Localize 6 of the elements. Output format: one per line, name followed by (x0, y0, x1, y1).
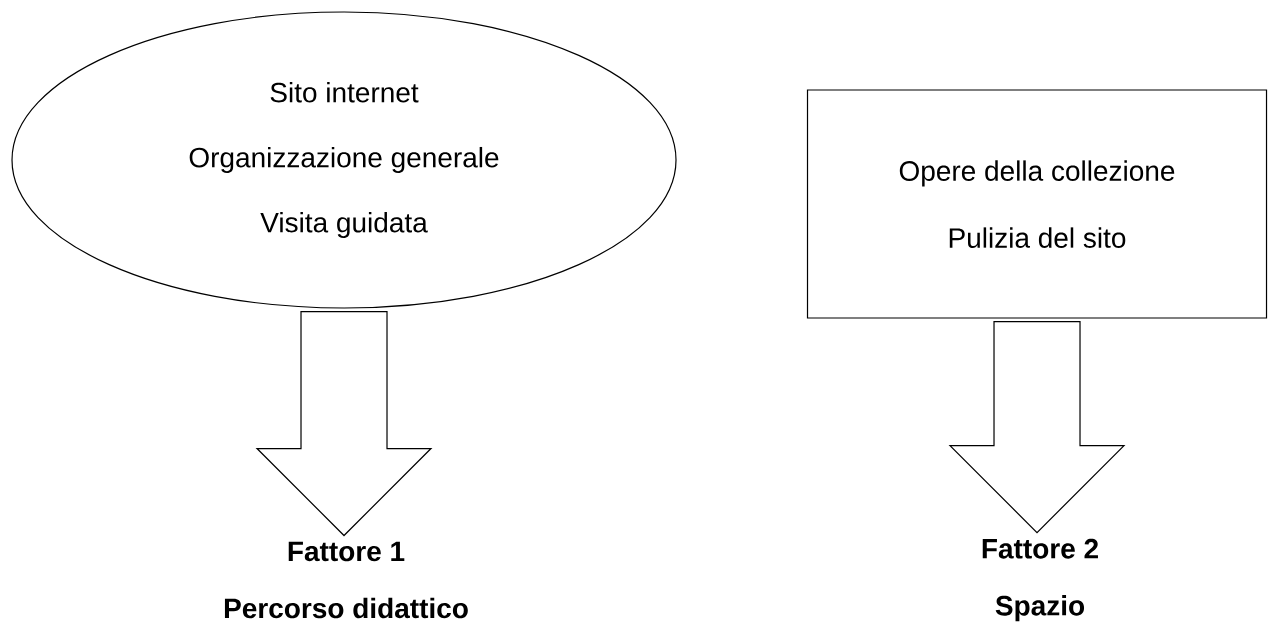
block-arrow (255, 311, 433, 537)
factor-label: Fattore 2 Spazio (982, 538, 1098, 622)
process-box: Opere della collezione Pulizia del sito (806, 89, 1268, 319)
block-arrow (948, 321, 1126, 534)
ellipse-node: Sito internet Organizzazione generale Visita guidata (11, 11, 677, 309)
factor-label: Fattore 1 Percorso didattico (224, 541, 468, 619)
